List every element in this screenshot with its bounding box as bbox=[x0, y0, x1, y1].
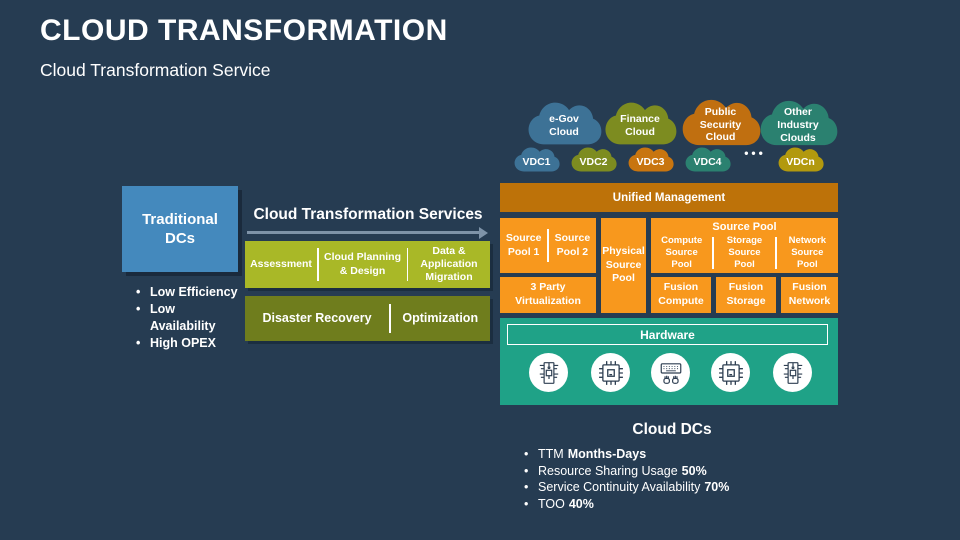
services-row-2: Disaster Recovery Optimization bbox=[245, 296, 490, 341]
vdc3-cloud: VDC3 bbox=[627, 146, 674, 173]
fusion-storage-box: Fusion Storage bbox=[716, 277, 776, 313]
cloud-label: e-Gov Cloud bbox=[549, 113, 579, 138]
traditional-dcs-bullets: Low Efficiency Low Availability High OPE… bbox=[136, 284, 240, 352]
vdc-label: VDC3 bbox=[636, 155, 665, 168]
cloud-label: Finance Cloud bbox=[620, 113, 660, 138]
divider bbox=[406, 247, 408, 282]
service-data-migration: Data & Application Migration bbox=[420, 244, 478, 284]
bullet-high-opex: High OPEX bbox=[136, 335, 240, 352]
divider bbox=[389, 303, 391, 334]
service-cloud-planning: Cloud Planning & Design bbox=[324, 251, 401, 277]
unified-management-bar: Unified Management bbox=[500, 183, 838, 212]
vdc-label: VDC2 bbox=[579, 155, 608, 168]
third-party-virtualization-box: 3 Party Virtualization bbox=[500, 277, 596, 313]
page-title: CLOUD TRANSFORMATION bbox=[40, 14, 448, 47]
source-pool-1-2-box: Source Pool 1 Source Pool 2 bbox=[500, 218, 596, 273]
bullet-low-efficiency: Low Efficiency bbox=[136, 284, 240, 301]
source-pool-2: Source Pool 2 bbox=[554, 232, 591, 258]
storage-source-pool: Storage Source Pool bbox=[726, 235, 763, 270]
vdc-label: VDC4 bbox=[693, 155, 722, 168]
finance-cloud: Finance Cloud bbox=[603, 100, 677, 147]
source-pool-header: Source Pool bbox=[712, 221, 777, 233]
cloud-label: Public Security Cloud bbox=[699, 105, 742, 144]
cloud-label: Other Industry Clouds bbox=[777, 106, 819, 144]
hardware-title: Hardware bbox=[507, 324, 828, 345]
services-row-1: Assessment Cloud Planning & Design Data … bbox=[245, 241, 490, 288]
divider bbox=[317, 247, 319, 282]
service-optimization: Optimization bbox=[402, 310, 479, 325]
vdc-ellipsis: ••• bbox=[744, 146, 766, 160]
vdc4-cloud: VDC4 bbox=[684, 146, 731, 173]
divider bbox=[712, 237, 714, 269]
service-disaster-recovery: Disaster Recovery bbox=[262, 310, 372, 325]
services-title: Cloud Transformation Services bbox=[253, 206, 483, 223]
fusion-network-box: Fusion Network bbox=[781, 277, 838, 313]
divider bbox=[775, 237, 777, 269]
page-subtitle: Cloud Transformation Service bbox=[40, 60, 271, 80]
keyboard-hands-icon bbox=[651, 353, 690, 392]
traditional-dcs-box: Traditional DCs bbox=[122, 186, 238, 272]
physical-source-pool-box: Physical Source Pool bbox=[601, 218, 646, 313]
vdc2-cloud: VDC2 bbox=[570, 146, 617, 173]
circuit-board-icon bbox=[529, 353, 568, 392]
vdc-label: VDC1 bbox=[522, 155, 551, 168]
cpu-chip-icon bbox=[591, 353, 630, 392]
compute-source-pool: Compute Source Pool bbox=[661, 235, 703, 270]
fusion-compute-box: Fusion Compute bbox=[651, 277, 711, 313]
source-pool-1: Source Pool 1 bbox=[505, 232, 542, 258]
source-pool-box: Source Pool Compute Source Pool Storage … bbox=[651, 218, 838, 273]
other-industry-cloud: Other Industry Clouds bbox=[758, 98, 838, 148]
cpu-chip-icon bbox=[711, 353, 750, 392]
cloud-dcs-title: Cloud DCs bbox=[632, 421, 712, 438]
vdc-label: VDCn bbox=[786, 155, 815, 168]
service-assessment: Assessment bbox=[250, 257, 312, 270]
network-source-pool: Network Source Pool bbox=[788, 235, 827, 270]
divider bbox=[547, 229, 549, 262]
vdcn-cloud: VDCn bbox=[777, 146, 824, 173]
public-security-cloud: Public Security Cloud bbox=[680, 97, 761, 148]
circuit-board-icon bbox=[773, 353, 812, 392]
vdc1-cloud: VDC1 bbox=[513, 146, 560, 173]
right-arrow-divider bbox=[247, 226, 488, 239]
egov-cloud: e-Gov Cloud bbox=[526, 100, 602, 147]
bullet-low-availability: Low Availability bbox=[136, 301, 240, 335]
